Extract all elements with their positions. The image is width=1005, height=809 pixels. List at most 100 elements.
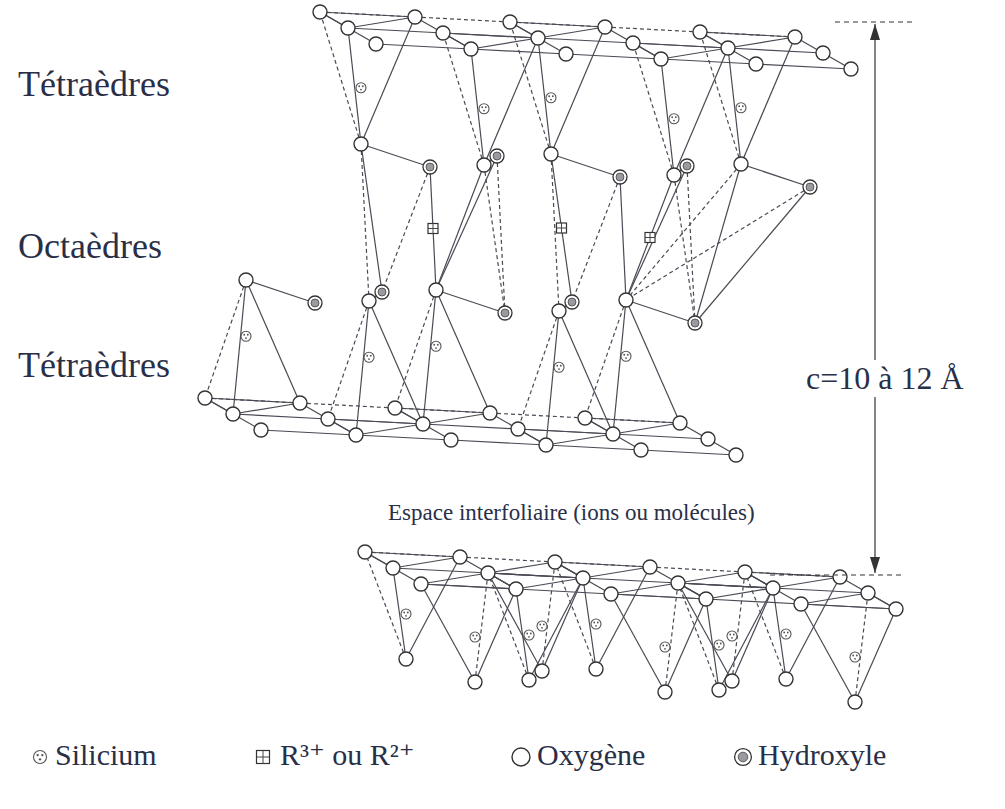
oxygen-atom [535, 664, 549, 678]
oxygen-atom [658, 685, 672, 699]
bond-line [801, 593, 868, 604]
bond-line [650, 567, 745, 572]
oxygen-atom [354, 137, 368, 151]
legend-text: Hydroxyle [758, 738, 886, 773]
oxygen-atom [576, 571, 590, 585]
oxygen-atom [749, 57, 763, 71]
bond-line [361, 144, 369, 301]
oxygen-atom [313, 5, 327, 19]
silicon-atom [781, 629, 791, 639]
silicon-atom [850, 652, 860, 662]
bond-line [855, 593, 868, 702]
bond-line [423, 413, 490, 424]
oxygen-atom [861, 586, 875, 600]
dimension-line [770, 22, 915, 575]
oxygen-atom [369, 37, 383, 51]
bond-line [436, 156, 497, 290]
oxygen-atom [712, 683, 726, 697]
bond-line [728, 48, 823, 53]
bond-line [510, 22, 605, 27]
bond-line [518, 429, 613, 434]
silicon-atom [537, 621, 547, 631]
bond-line [488, 573, 529, 680]
bond-line [613, 300, 626, 434]
bond-line [706, 599, 801, 604]
bond-line [773, 577, 840, 588]
bond-line [451, 440, 546, 445]
bond-line [661, 59, 756, 64]
bond-line [488, 562, 555, 573]
bond-line [510, 22, 551, 154]
bond-line [661, 59, 674, 175]
oxygen-atom [293, 396, 307, 410]
octahedral-cation [645, 233, 655, 243]
bond-line [551, 154, 572, 302]
bond-line [546, 445, 641, 450]
oxygen-atom [503, 15, 517, 29]
oxygen-atom [589, 662, 603, 676]
bond-line [497, 156, 505, 313]
bond-line [421, 584, 516, 589]
silicon-atom [546, 93, 556, 103]
oxygen-atom [788, 30, 802, 44]
oxygen-atom [522, 673, 536, 687]
oxygen-atom [833, 570, 847, 584]
hydroxyl-group [423, 160, 437, 174]
bond-line [661, 48, 728, 59]
bond-line [475, 573, 488, 682]
oxygen-atom [453, 550, 467, 564]
bond-line [361, 144, 382, 292]
bond-line [365, 552, 406, 659]
bond-line [626, 166, 687, 300]
oxygen-atom [544, 147, 558, 161]
bond-line [516, 578, 583, 589]
bond-line [583, 567, 650, 578]
bond-line [626, 175, 674, 300]
bond-line [246, 280, 315, 303]
oxygen-atom [239, 273, 253, 287]
layer-label: Tétraèdres [15, 64, 173, 105]
bond-line [700, 32, 741, 164]
bond-line [484, 165, 505, 313]
bond-line [300, 403, 395, 408]
bond-line [611, 594, 706, 599]
bond-line [361, 144, 430, 167]
oxygen-atom [349, 428, 363, 442]
silicon-atom [591, 619, 601, 629]
oxygen-atom [321, 412, 335, 426]
oxygen-atom [539, 438, 553, 452]
bond-line [484, 38, 538, 165]
silicon-atom [736, 103, 746, 113]
oxygen-atom [509, 582, 523, 596]
bond-line [626, 164, 741, 300]
oxygen-atom [766, 581, 780, 595]
bond-line [421, 584, 516, 589]
oxygen-atom [671, 576, 685, 590]
silicon-atom [554, 362, 564, 372]
region-label: Espace interfoliaire (ions ou molécules) [385, 500, 758, 526]
oxygen-atom [468, 675, 482, 689]
octahedral-cation [428, 224, 438, 234]
bond-line [460, 557, 555, 562]
bond-line [745, 572, 786, 679]
bond-line [233, 414, 328, 419]
silicon-atom [34, 751, 47, 764]
bond-line [613, 434, 708, 439]
bond-line [626, 300, 680, 423]
silicon-atom [364, 352, 374, 362]
oxygen-atom [816, 46, 830, 60]
oxygen-atom [531, 31, 545, 45]
bond-line [356, 435, 451, 440]
bond-line [674, 48, 728, 175]
bond-line [626, 300, 695, 323]
hydroxyl-group [613, 170, 627, 184]
bond-line [555, 562, 596, 669]
bond-line [361, 17, 415, 144]
oxygen-atom [254, 423, 268, 437]
bond-line [320, 12, 415, 17]
oxygen-atom [729, 448, 743, 462]
bond-line [475, 589, 516, 682]
bond-line [395, 408, 490, 413]
bond-line [205, 398, 300, 403]
